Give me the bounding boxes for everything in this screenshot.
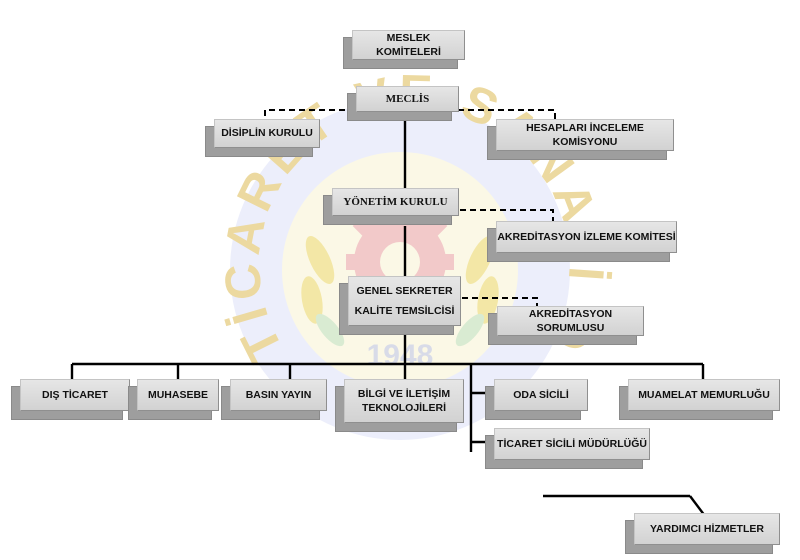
box-genel-sekreter: GENEL SEKRETER KALİTE TEMSİLCİSİ [348,276,461,326]
box-label: BASIN YAYIN [245,388,312,401]
seal-year: 1948 [367,339,434,372]
box-label: MUHASEBE [147,388,209,401]
box-dis-ticaret: DIŞ TİCARET [20,379,130,411]
box-label: HESAPLARI İNCELEME KOMİSYONU [526,121,644,148]
box-label: DIŞ TİCARET [42,388,108,401]
box-label-kalite-temsilcisi: KALİTE TEMSİLCİSİ [354,304,455,317]
wheat-leaves-icon [301,236,499,324]
box-label-genel-sekreter: GENEL SEKRETER [356,284,453,297]
box-label: ODA SİCİLİ [513,388,569,401]
box-akreditasyon-izleme: AKREDİTASYON İZLEME KOMİTESİ [496,221,677,253]
box-label: YÖNETİM KURULU [343,195,448,208]
box-muhasebe: MUHASEBE [137,379,219,411]
box-label: MUAMELAT MEMURLUĞU [638,388,770,401]
box-yardimci-hizmetler: YARDIMCI HİZMETLER [634,513,780,545]
box-disiplin-kurulu: DİSİPLİN KURULU [214,119,320,148]
box-label: DİSİPLİN KURULU [221,127,313,140]
box-label-line2: TEKNOLOJİLERİ [361,402,446,414]
box-ticaret-sicili: TİCARET SİCİLİ MÜDÜRLÜĞÜ [494,428,650,460]
laurel-branch-icon [315,313,485,347]
dashed-hesaplari [458,109,556,125]
yardimci-drop [689,495,706,517]
box-meclis: MECLİS [356,86,459,112]
box-yonetim-kurulu: YÖNETİM KURULU [332,188,459,216]
box-basin-yayin: BASIN YAYIN [230,379,327,411]
box-akreditasyon-sorumlusu: AKREDİTASYON SORUMLUSU [497,306,644,336]
box-label: AKREDİTASYON SORUMLUSU [528,307,613,334]
box-meslek-komiteleri: MESLEK KOMİTELERİ [352,30,465,60]
box-bilgi-iletisim: BİLGİ VE İLETİŞİM TEKNOLOJİLERİ [344,379,464,423]
box-label: MESLEK KOMİTELERİ [376,31,441,58]
box-hesaplari-inceleme: HESAPLARI İNCELEME KOMİSYONU [496,119,674,151]
box-muamelat-memurlugu: MUAMELAT MEMURLUĞU [628,379,780,411]
box-label-line1: BİLGİ VE İLETİŞİM [357,387,451,400]
box-oda-sicili: ODA SİCİLİ [494,379,588,411]
box-label: TİCARET SİCİLİ MÜDÜRLÜĞÜ [497,437,647,450]
box-label: MECLİS [385,92,430,105]
box-label: YARDIMCI HİZMETLER [650,522,764,535]
box-label: AKREDİTASYON İZLEME KOMİTESİ [497,230,676,243]
